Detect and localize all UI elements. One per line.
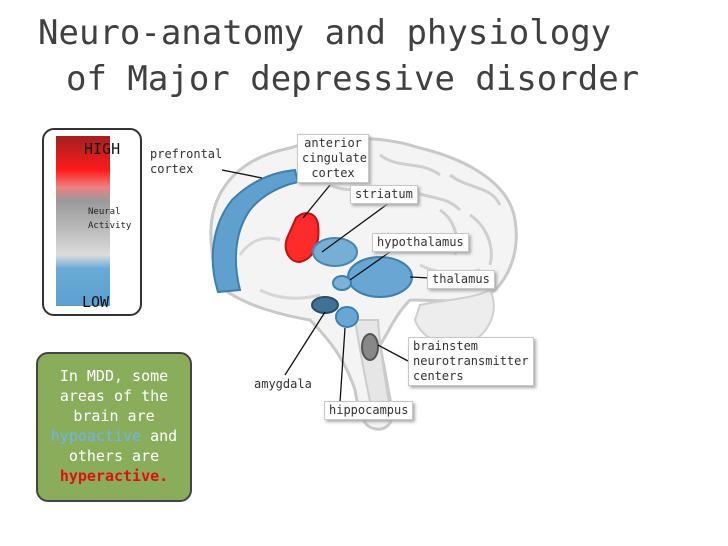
note-hypoactive: hypoactive <box>50 427 142 445</box>
activity-scale <box>42 128 142 316</box>
title-line-2: of Major depressive disorder <box>66 59 640 99</box>
label-prefrontal-cortex: prefrontal cortex <box>150 147 223 177</box>
brainstem-centers-region <box>361 333 379 361</box>
label-hypothalamus: hypothalamus <box>372 233 469 252</box>
note-line-2: areas of the <box>59 387 169 405</box>
label-brainstem-centers: brainstem neurotransmitter centers <box>408 337 534 386</box>
amygdala-region <box>311 296 339 314</box>
thalamus-region <box>347 256 413 298</box>
hypothalamus-region <box>332 275 352 291</box>
note-and: and <box>141 427 178 445</box>
prefrontal-cortex-region <box>211 168 300 294</box>
label-anterior-cingulate-cortex: anterior cingulate cortex <box>297 134 369 183</box>
note-line-1: In MDD, some <box>59 367 169 385</box>
label-hippocampus: hippocampus <box>324 401 414 420</box>
scale-high-label: HIGH <box>84 140 121 158</box>
page-title: Neuro-anatomy and physiology of Major de… <box>38 10 640 102</box>
note-hyperactive: hyperactive. <box>59 467 169 485</box>
label-amygdala: amygdala <box>254 377 312 392</box>
activity-gradient-bar <box>56 136 110 306</box>
summary-note-text: In MDD, some areas of the brain are hypo… <box>36 366 192 486</box>
note-line-5: others are <box>68 447 160 465</box>
title-line-1: Neuro-anatomy and physiology <box>38 13 612 53</box>
hippocampus-region <box>335 306 359 328</box>
scale-activity-label: Activity <box>88 221 132 231</box>
scale-neural-label: Neural <box>88 207 121 217</box>
label-thalamus: thalamus <box>427 270 495 289</box>
cingulate-region <box>312 237 358 267</box>
note-line-3: brain are <box>73 407 155 425</box>
summary-note-box <box>36 352 192 502</box>
label-striatum: striatum <box>350 185 418 204</box>
scale-low-label: LOW <box>82 293 110 311</box>
